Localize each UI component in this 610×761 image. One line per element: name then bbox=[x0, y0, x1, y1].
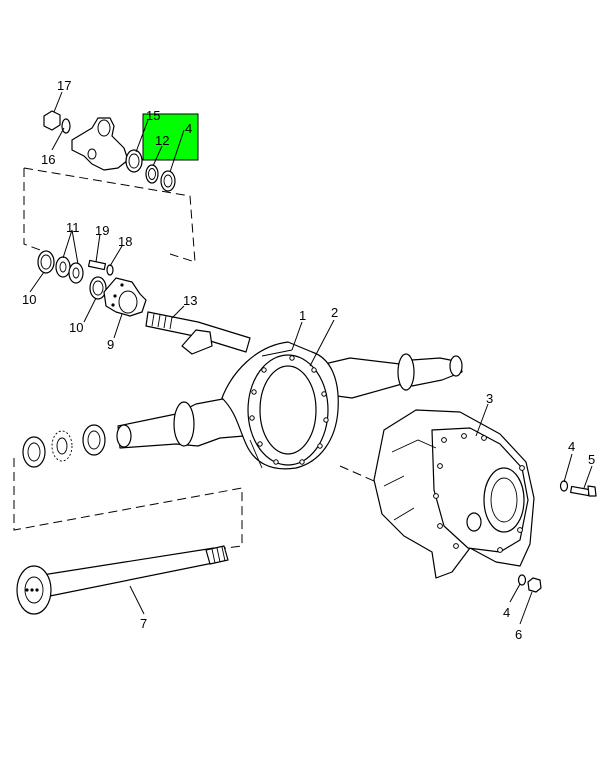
axle-shaft-7[interactable] bbox=[16, 545, 229, 615]
callout-5[interactable]: 5 bbox=[588, 452, 595, 467]
washer-16[interactable] bbox=[61, 118, 71, 134]
callout-3[interactable]: 3 bbox=[486, 391, 493, 406]
axle-nut-a[interactable] bbox=[22, 436, 46, 468]
callout-7[interactable]: 7 bbox=[140, 616, 147, 631]
axle-nuts-group bbox=[22, 424, 106, 468]
yoke-flange-group bbox=[43, 110, 176, 192]
callout-15[interactable]: 15 bbox=[146, 108, 160, 123]
callout-12[interactable]: 12 bbox=[155, 133, 169, 148]
bearing-cone-11a[interactable] bbox=[55, 256, 71, 278]
ring-4-top[interactable] bbox=[160, 170, 176, 192]
leader-lines bbox=[29, 91, 593, 625]
bolt-5[interactable] bbox=[570, 485, 597, 497]
washer-4-bottom[interactable] bbox=[517, 574, 527, 586]
pinion-shaft-13[interactable] bbox=[145, 311, 251, 355]
callout-labels: 17 16 15 12 4 11 19 18 10 10 9 13 1 2 3 … bbox=[22, 78, 595, 642]
callout-11[interactable]: 11 bbox=[66, 220, 80, 235]
washer-18[interactable] bbox=[106, 264, 114, 276]
yoke-15[interactable] bbox=[71, 117, 129, 171]
lock-washer[interactable] bbox=[51, 430, 73, 462]
highlight-box-12[interactable] bbox=[142, 113, 199, 161]
yoke-ear-hole bbox=[87, 148, 97, 160]
callout-1[interactable]: 1 bbox=[299, 308, 306, 323]
axle-nut-b[interactable] bbox=[82, 424, 106, 456]
nut-17[interactable] bbox=[43, 110, 61, 131]
cage-bore bbox=[118, 290, 138, 314]
differential-carrier-3[interactable] bbox=[373, 409, 535, 579]
callout-6[interactable]: 6 bbox=[515, 627, 522, 642]
callout-10-top[interactable]: 10 bbox=[22, 292, 36, 307]
seal-ring-15[interactable] bbox=[125, 149, 143, 173]
callout-2[interactable]: 2 bbox=[331, 305, 338, 320]
callout-4-right[interactable]: 4 bbox=[568, 439, 575, 454]
callout-10-bottom[interactable]: 10 bbox=[69, 320, 83, 335]
dashed-bracket-bottom bbox=[13, 458, 243, 551]
callout-13[interactable]: 13 bbox=[183, 293, 197, 308]
yoke-bore bbox=[97, 119, 111, 137]
ring-12[interactable] bbox=[145, 164, 159, 184]
washer-4-right[interactable] bbox=[559, 480, 569, 492]
callout-4-top[interactable]: 4 bbox=[185, 121, 192, 136]
callout-16[interactable]: 16 bbox=[41, 152, 55, 167]
pinion-cage-group bbox=[37, 250, 147, 317]
dashed-bracket-top bbox=[23, 167, 196, 263]
callout-18[interactable]: 18 bbox=[118, 234, 132, 249]
callout-19[interactable]: 19 bbox=[95, 223, 109, 238]
callout-9[interactable]: 9 bbox=[107, 337, 114, 352]
callout-4-bottom[interactable]: 4 bbox=[503, 605, 510, 620]
axle-housing-1[interactable] bbox=[116, 341, 463, 470]
nut-6[interactable] bbox=[527, 577, 542, 593]
bearing-cup-10a[interactable] bbox=[37, 250, 55, 274]
callout-17[interactable]: 17 bbox=[57, 78, 71, 93]
bearing-cone-11b[interactable] bbox=[68, 262, 84, 284]
bolt-19[interactable] bbox=[87, 259, 107, 271]
bearing-cup-10b[interactable] bbox=[89, 276, 107, 300]
